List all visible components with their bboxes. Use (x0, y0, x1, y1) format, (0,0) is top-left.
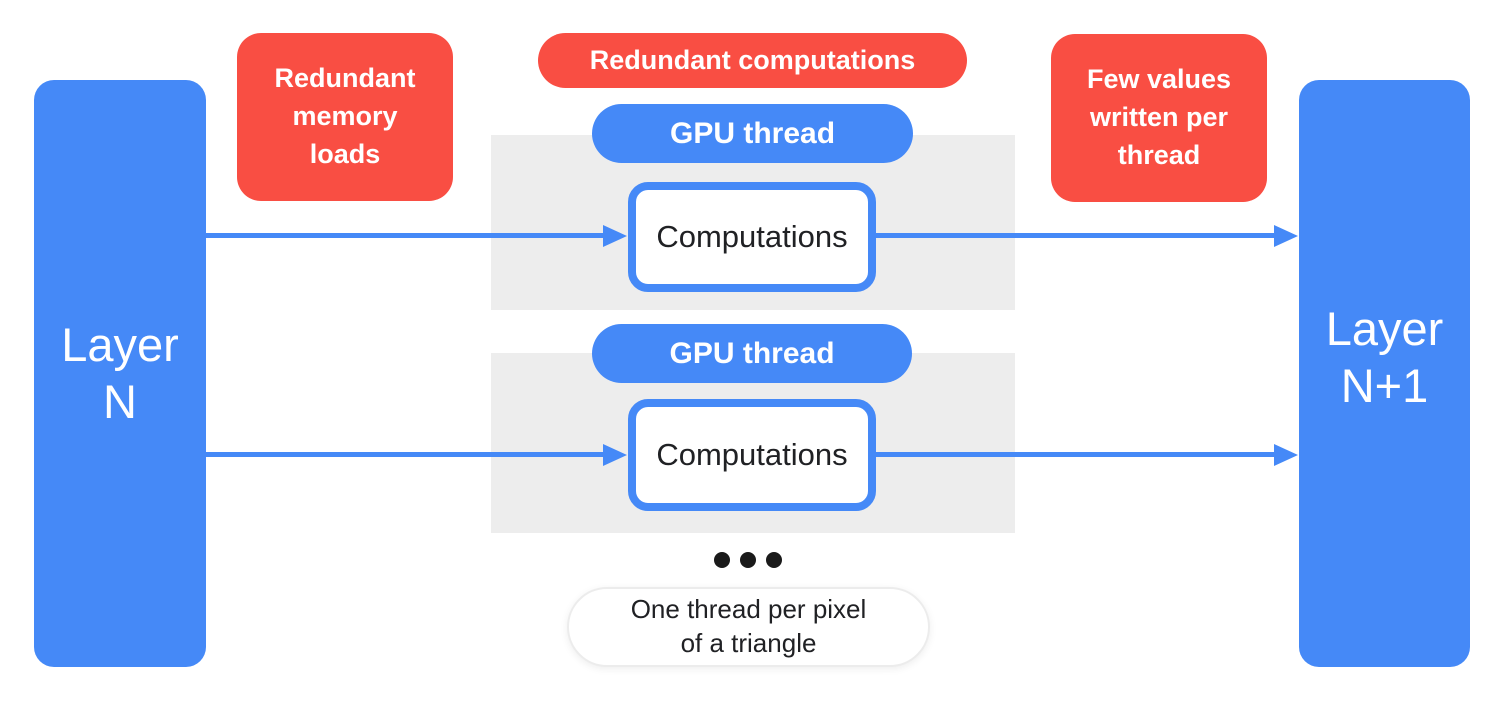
gpu-thread-pill-1: GPU thread (592, 104, 913, 163)
layer-n-plus-1-label: Layer N+1 (1325, 302, 1444, 412)
arrow-head-icon (1274, 225, 1298, 247)
callout-redundant-memory-loads: Redundant memory loads (237, 33, 453, 201)
computations-box-1: Computations (628, 182, 876, 292)
arrow-line-top-left (200, 233, 604, 238)
callout-redundant-computations: Redundant computations (538, 33, 967, 88)
note-one-thread-per-pixel: One thread per pixel of a triangle (567, 587, 930, 667)
arrow-line-top-right (874, 233, 1276, 238)
arrow-line-bottom-left (200, 452, 604, 457)
layer-n-plus-1-block: Layer N+1 (1299, 80, 1470, 667)
dot-icon (714, 552, 730, 568)
arrow-head-icon (1274, 444, 1298, 466)
layer-n-block: Layer N (34, 80, 206, 667)
arrow-head-icon (603, 444, 627, 466)
ellipsis-dots-icon (714, 552, 782, 568)
layer-n-label: Layer N (61, 318, 179, 428)
callout-few-values-written: Few values written per thread (1051, 34, 1267, 202)
gpu-thread-pill-2: GPU thread (592, 324, 912, 383)
computations-box-2: Computations (628, 399, 876, 511)
dot-icon (740, 552, 756, 568)
arrow-line-bottom-right (874, 452, 1276, 457)
arrow-head-icon (603, 225, 627, 247)
dot-icon (766, 552, 782, 568)
